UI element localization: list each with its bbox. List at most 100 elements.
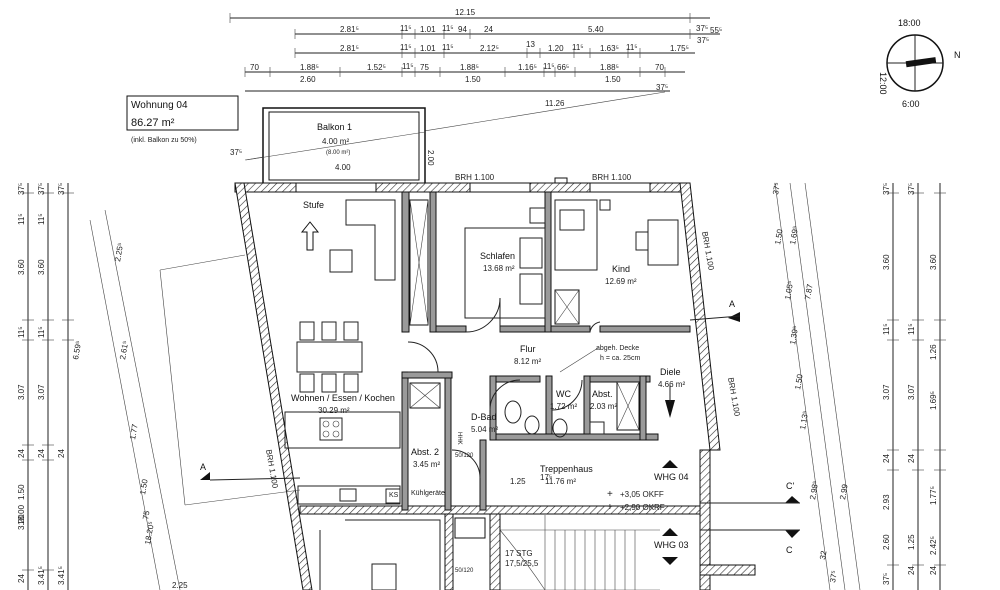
- brh-label: BRH 1.100: [455, 173, 495, 182]
- room-area-balkon: 4.00 m²: [322, 137, 349, 146]
- dim-label: 75: [420, 63, 429, 72]
- left-dimension-lines: [22, 183, 181, 590]
- dim-label: 1.50: [793, 373, 805, 390]
- dim-label: 3.60: [929, 254, 938, 270]
- dim-label: 1.05⁵: [783, 280, 795, 300]
- dim-label: 1.26: [929, 344, 938, 360]
- dim-label: 24: [17, 449, 26, 458]
- ceiling-note: abgeh. Decke: [596, 345, 639, 352]
- furniture: [284, 199, 679, 590]
- dim-label: 1.75⁵: [670, 44, 689, 53]
- section-a-right-label: A: [729, 299, 735, 309]
- svg-text:+: +: [607, 489, 613, 500]
- dim-label: 11⁵: [402, 62, 414, 71]
- dim-label: 17⁵: [540, 473, 552, 482]
- dim-label: 37⁵: [656, 83, 668, 92]
- dim-label: 11⁵: [400, 24, 412, 33]
- dim-label: 11⁵: [907, 323, 916, 335]
- dim-label: 1.01: [420, 25, 436, 34]
- dim-label: 11⁵: [882, 323, 891, 335]
- dim-label: 37⁵: [771, 182, 782, 196]
- dim-label: 1.88⁵: [600, 63, 619, 72]
- lower-apartment: [444, 513, 756, 590]
- dim-label: 94: [458, 25, 467, 34]
- dim-label: 37⁵: [37, 183, 46, 195]
- unit-info-box: Wohnung 04 86.27 m² (inkl. Balkon zu 50%…: [126, 95, 239, 144]
- dim-label: 1.25: [510, 477, 526, 486]
- room-area-flur: 8.12 m²: [514, 357, 541, 366]
- svg-text:+: +: [607, 502, 613, 513]
- dim-label: 1.01: [420, 44, 436, 53]
- ceiling-note-height: h = ca. 25cm: [600, 355, 640, 362]
- dim-label: 7.87: [803, 283, 815, 300]
- room-area-kind: 12.69 m²: [605, 277, 637, 286]
- dim-label: 24: [37, 449, 46, 458]
- balcony: 4.00 2.00 37⁵: [230, 107, 435, 185]
- section-markers: A A C' C: [200, 299, 800, 565]
- brh-label: BRH 1.100: [264, 449, 280, 490]
- dim-label: 6.59⁵: [71, 340, 83, 360]
- dim-label: 70: [655, 63, 664, 72]
- doors: [407, 297, 601, 479]
- dim-label: 11⁵: [37, 213, 46, 225]
- room-name-dbad: D-Bad: [471, 412, 497, 422]
- room-name-wohnen: Wohnen / Essen / Kochen: [291, 393, 395, 403]
- dim-label: 2.98⁵: [808, 480, 820, 500]
- room-name-flur: Flur: [520, 344, 536, 354]
- dim-label: 3.41⁵: [57, 566, 66, 585]
- dim-label: 3.41⁵: [37, 566, 46, 585]
- room-name-wc: WC: [556, 389, 571, 399]
- dim-label: 24: [907, 566, 916, 575]
- room-name-abst2: Abst. 2: [411, 447, 439, 457]
- unit-note: (inkl. Balkon zu 50%): [131, 137, 197, 144]
- level-okrf: +2,90 OKRF: [620, 503, 665, 512]
- unit-area: 86.27 m²: [131, 117, 175, 129]
- dim-label: 2.25: [172, 581, 188, 590]
- dim-label: 2.81⁵: [340, 44, 359, 53]
- dim-label: 1.16⁵: [518, 63, 537, 72]
- room-name-abst: Abst.: [592, 389, 613, 399]
- room-sub-balkon: (8.00 m²): [326, 150, 350, 156]
- dim-label: 1.69⁵: [788, 225, 800, 245]
- dim-label: 55⁵: [710, 26, 722, 35]
- section-c-prime-label: C': [786, 481, 794, 491]
- dim-label: 11.26: [545, 99, 565, 108]
- dim-top-offset: 37⁵: [696, 24, 708, 33]
- top-windows: [295, 177, 651, 193]
- dim-label: 1.52⁵: [367, 63, 386, 72]
- brh-label: BRH 1.100: [726, 377, 742, 418]
- dim-label: 11⁵: [442, 43, 454, 52]
- stair-ratio: 17,5/25,5: [505, 559, 539, 568]
- dim-label: 11⁵: [572, 43, 584, 52]
- dim-label: 2.81⁵: [340, 25, 359, 34]
- dim-label: 18.00: [17, 504, 26, 525]
- right-dim-labels: 37⁵ 1.50 1.69⁵ 1.05⁵ 1.39⁵ 1.50 1.13⁵ 2.…: [771, 182, 938, 585]
- dim-label: 3.07: [17, 384, 26, 400]
- dim-label: 2.93: [882, 494, 891, 510]
- dim-label: 11⁵: [543, 62, 555, 71]
- stair-count: 17 STG: [505, 549, 533, 558]
- whg03-label: WHG 03: [654, 540, 689, 550]
- dim-label: 1.88⁵: [460, 63, 479, 72]
- dim-label: 3.60: [37, 259, 46, 275]
- compass-rose: 18:00 12:00 6:00 N: [878, 18, 961, 109]
- dim-label: 3.07: [907, 384, 916, 400]
- dim-label: 1.39⁵: [788, 325, 800, 345]
- ks-label: KS: [389, 492, 399, 499]
- dim-label: 24: [57, 449, 66, 458]
- exterior-walls: [234, 182, 721, 590]
- dim-label: 11⁵: [400, 43, 412, 52]
- dim-label: 24: [17, 574, 26, 583]
- level-okff: +3,05 OKFF: [620, 490, 664, 499]
- dim-label: 18.20⁵: [143, 521, 156, 546]
- interior-walls: [401, 191, 691, 511]
- dim-label: 37⁵: [882, 573, 891, 585]
- dim-label: 2.12⁵: [480, 44, 499, 53]
- dim-label: 3.07: [882, 384, 891, 400]
- dim-label: 11⁵: [37, 326, 46, 338]
- room-area-dbad: 5.04 m²: [471, 425, 498, 434]
- dim-label: 37⁵: [57, 183, 66, 195]
- dim-label: 24: [484, 25, 493, 34]
- left-dim-labels: 37⁵ 11⁵ 3.60 11⁵ 3.07 24 1.50 3.20 24 37…: [17, 183, 188, 590]
- dim-label: 3.07: [37, 384, 46, 400]
